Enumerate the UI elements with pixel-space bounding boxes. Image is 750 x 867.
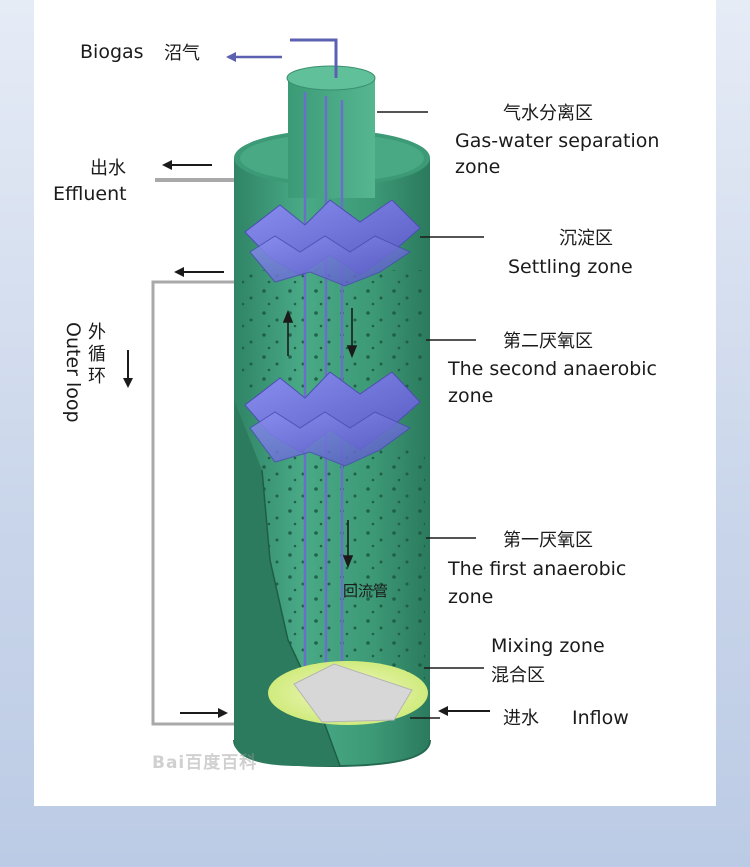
mixing-zone	[268, 661, 428, 725]
outer-loop-label-en: Outer loop	[62, 322, 84, 423]
leader-lines	[377, 111, 484, 719]
outer-loop-label-cn: 外 循 环	[88, 322, 106, 387]
flow-arrows	[282, 308, 358, 569]
first-zone-label-en: The first anaerobic	[448, 558, 627, 580]
second-zone-label-en: The second anaerobic	[448, 358, 657, 380]
return-pipe-label: 回流管	[343, 582, 389, 600]
settling-label-cn: 沉淀区	[559, 228, 613, 249]
external-arrows	[123, 52, 490, 718]
gas-separator-cylinder	[286, 38, 376, 198]
gas-water-label-en-2: zone	[455, 156, 501, 178]
lower-three-phase-separator	[244, 371, 421, 467]
first-zone-label-en-2: zone	[448, 586, 494, 608]
mixing-zone-label-cn: 混合区	[491, 665, 545, 686]
inflow-label-cn: 进水	[503, 708, 539, 729]
mixing-zone-label-en: Mixing zone	[491, 635, 605, 657]
biogas-label-en: Biogas	[80, 41, 144, 63]
gas-water-label-cn: 气水分离区	[503, 103, 593, 124]
inflow-label-en: Inflow	[572, 707, 629, 729]
second-zone-label-cn: 第二厌氧区	[503, 331, 593, 352]
effluent-label-cn: 出水	[90, 158, 126, 179]
diagram-frame: Bai百度百科	[34, 0, 716, 806]
second-zone-label-en-2: zone	[448, 385, 494, 407]
ic-reactor-diagram	[123, 38, 490, 768]
first-zone-label-cn: 第一厌氧区	[503, 530, 593, 551]
watermark: Bai百度百科	[152, 753, 258, 773]
effluent-label-en: Effluent	[53, 183, 127, 205]
biogas-label-cn: 沼气	[164, 43, 200, 64]
upper-three-phase-separator	[244, 199, 421, 287]
settling-label-en: Settling zone	[508, 256, 633, 278]
gas-water-label-en: Gas-water separation	[455, 130, 660, 152]
outer-loop-pipe	[151, 178, 238, 726]
